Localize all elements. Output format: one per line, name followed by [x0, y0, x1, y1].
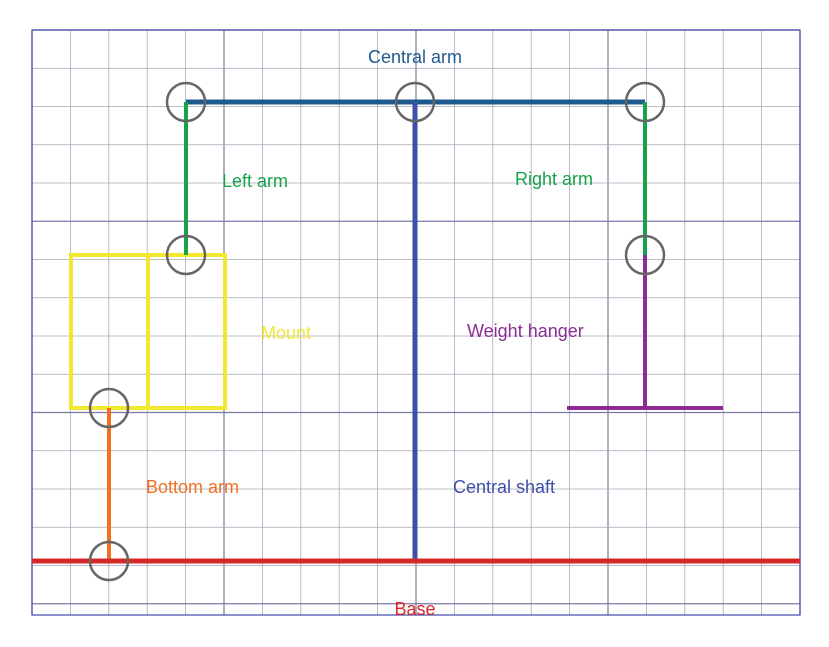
mount-right-rect — [146, 253, 227, 410]
joint-circle — [88, 387, 130, 429]
joint-circle — [624, 81, 666, 123]
joint-circle — [165, 81, 207, 123]
left-arm-label: Left arm — [222, 171, 288, 191]
base-label: Base — [394, 599, 435, 619]
mount-label: Mount — [261, 323, 311, 343]
central-shaft-label: Central shaft — [453, 477, 555, 497]
joints — [88, 81, 666, 582]
right-arm-label: Right arm — [515, 169, 593, 189]
diagram-border — [31, 29, 801, 616]
joint-circle — [88, 540, 130, 582]
weight-hanger-label: Weight hanger — [467, 321, 584, 341]
bottom-arm-label: Bottom arm — [146, 477, 239, 497]
mount-left-rect — [69, 253, 150, 410]
joint-circle — [624, 234, 666, 276]
central-arm-label: Central arm — [368, 47, 462, 67]
joint-circle — [165, 234, 207, 276]
joint-circle — [394, 81, 436, 123]
mount-part — [69, 253, 227, 410]
